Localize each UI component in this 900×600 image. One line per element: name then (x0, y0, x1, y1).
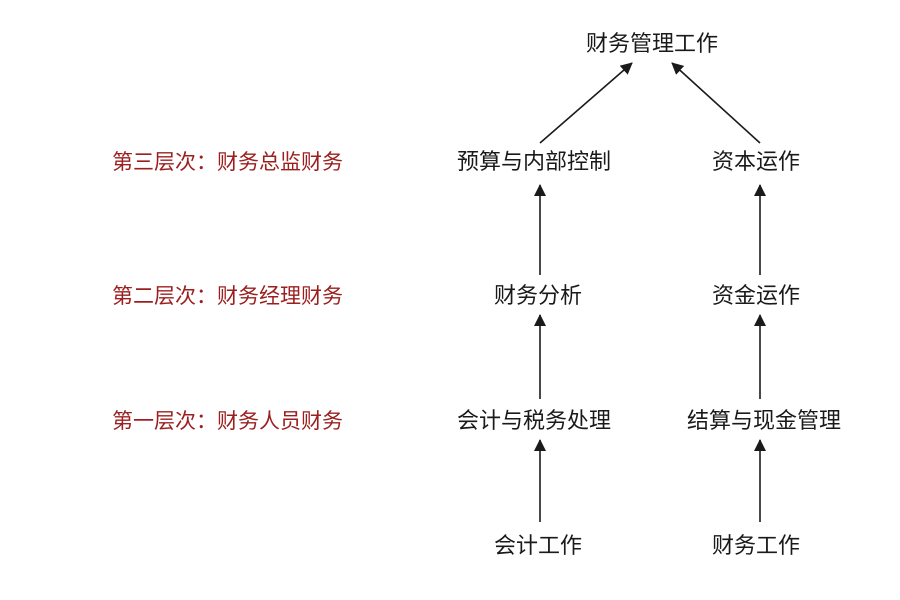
nodes-group: 财务管理工作 预算与内部控制 资本运作 财务分析 资金运作 会计与税务处理 结算… (457, 32, 841, 559)
node-top-financial-management: 财务管理工作 (586, 32, 718, 57)
node-budget-internal-control: 预算与内部控制 (457, 150, 611, 175)
edge-budget-to-top (539, 62, 633, 144)
node-settlement-cash: 结算与现金管理 (687, 409, 841, 434)
node-financial-analysis: 财务分析 (494, 284, 582, 309)
node-finance-work: 财务工作 (712, 534, 800, 559)
level-1-label: 第一层次：财务人员财务 (112, 409, 343, 433)
node-accounting-work: 会计工作 (494, 534, 582, 559)
node-capital-operation: 资本运作 (712, 150, 800, 175)
node-accounting-tax: 会计与税务处理 (457, 409, 611, 434)
level-labels: 第三层次：财务总监财务 第二层次：财务经理财务 第一层次：财务人员财务 (112, 150, 343, 433)
level-3-label: 第三层次：财务总监财务 (112, 150, 343, 174)
edge-capital-to-top (671, 62, 761, 144)
arrows-group (534, 62, 766, 522)
level-2-label: 第二层次：财务经理财务 (112, 284, 343, 308)
node-fund-operation: 资金运作 (712, 284, 800, 309)
